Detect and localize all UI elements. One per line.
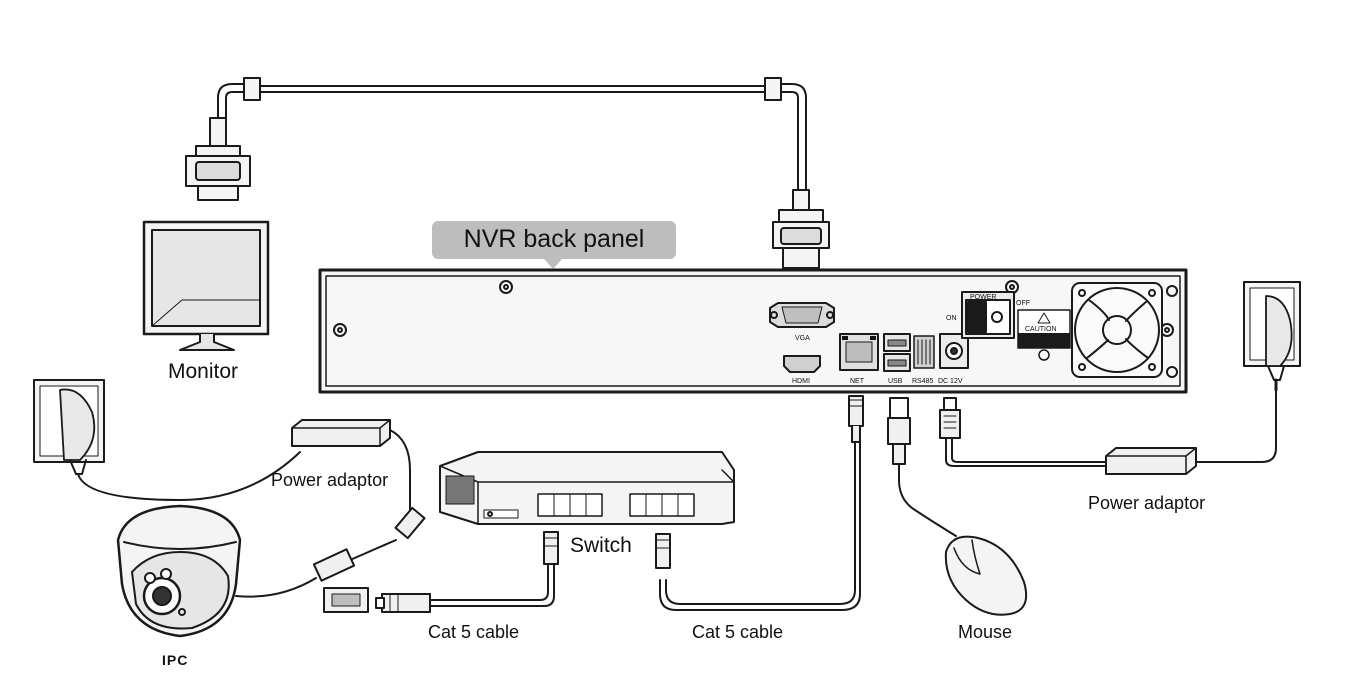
usb-mouse-cable xyxy=(887,397,957,537)
net-cable xyxy=(659,395,864,611)
vga-cable xyxy=(217,77,807,191)
nvr-back-panel xyxy=(318,268,1188,394)
hdmi-port-label: HDMI xyxy=(792,378,810,385)
monitor-icon xyxy=(142,220,270,351)
power-adaptor-left-label: Power adaptor xyxy=(271,470,389,490)
ipc-label: IPC xyxy=(162,652,189,668)
power-switch-label: POWER xyxy=(970,294,996,301)
caution-label-text: CAUTION xyxy=(1025,326,1057,333)
switch-left-cable xyxy=(429,531,559,607)
cat5-cable-right-label: Cat 5 cable xyxy=(692,622,784,642)
net-port-label: NET xyxy=(850,378,865,385)
wall-outlet-right-icon xyxy=(1243,281,1301,392)
power-adaptor-right-label: Power adaptor xyxy=(1088,493,1206,513)
mouse-label: Mouse xyxy=(958,622,1013,642)
ipc-camera-icon xyxy=(116,504,242,638)
power-adaptor-left-icon xyxy=(291,419,411,511)
vga-port xyxy=(769,302,835,328)
mouse-icon xyxy=(944,535,1028,616)
rs485-terminal xyxy=(913,335,935,369)
switch-icon xyxy=(439,451,735,525)
usb-ports xyxy=(883,333,911,372)
cat5-cable-left-label: Cat 5 cable xyxy=(428,622,520,642)
power-switch xyxy=(961,291,1015,339)
switch-right-cable xyxy=(655,533,671,569)
power-cable-left xyxy=(77,451,301,501)
dc12v-port-label: DC 12V xyxy=(938,378,963,385)
nvr-back-panel-title: NVR back panel xyxy=(463,225,645,253)
vga-connector-left xyxy=(185,117,251,201)
dc-plug-cable xyxy=(939,397,1107,467)
vga-port-label: VGA xyxy=(795,335,810,342)
wall-outlet-left-icon xyxy=(33,379,105,475)
rj45-plug-left xyxy=(375,593,431,613)
net-port xyxy=(839,333,879,371)
ipc-pigtail xyxy=(235,506,426,613)
switch-label: Switch xyxy=(570,534,632,557)
dc-power-jack xyxy=(939,333,969,369)
vga-connector-right xyxy=(772,189,830,269)
nvr-back-panel-callout: NVR back panel xyxy=(432,221,676,269)
power-off-label: OFF xyxy=(1016,300,1030,307)
hdmi-port xyxy=(783,355,821,373)
power-adaptor-right-icon xyxy=(1105,379,1277,475)
fan-icon xyxy=(1071,282,1163,378)
caution-label xyxy=(1017,309,1071,361)
usb-port-label: USB xyxy=(888,378,903,385)
rs485-port-label: RS485 xyxy=(912,378,934,385)
power-on-label: ON xyxy=(946,315,957,322)
monitor-label: Monitor xyxy=(168,360,239,383)
